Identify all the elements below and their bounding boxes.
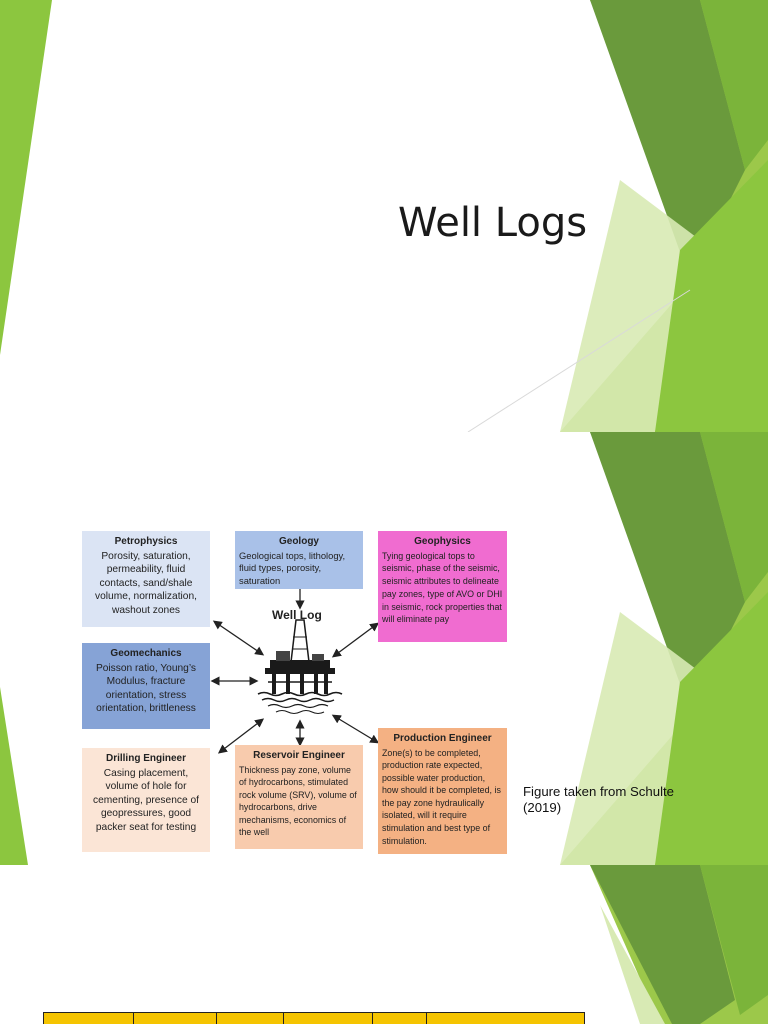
box-title: Geomechanics	[110, 648, 182, 659]
table-cell	[132, 1012, 218, 1024]
well-log-label: Well Log	[272, 608, 322, 622]
table-cell	[372, 1012, 427, 1024]
box-body: Tying geological tops to seismic, phase …	[382, 550, 503, 625]
right-green-shape-dark	[590, 432, 745, 712]
table-row	[43, 1012, 586, 1024]
geophysics-box: Geophysics Tying geological tops to seis…	[378, 531, 507, 642]
geology-box: Geology Geological tops, lithology, flui…	[235, 531, 363, 589]
box-title: Drilling Engineer	[105, 753, 186, 764]
geomechanics-box: Geomechanics Poisson ratio, Young’s Modu…	[82, 643, 210, 729]
slide-decoration	[0, 432, 768, 865]
decor-line	[467, 289, 691, 432]
petrophysics-box: Petrophysics Porosity, saturation, perme…	[82, 531, 210, 627]
slide-decoration	[590, 865, 768, 1024]
box-body: Casing placement, volume of hole for cem…	[93, 767, 199, 833]
box-body: Porosity, saturation, permeability, flui…	[95, 550, 197, 616]
box-title: Petrophysics	[114, 536, 178, 547]
production-engineer-box: Production Engineer Zone(s) to be comple…	[378, 728, 507, 854]
box-body: Zone(s) to be completed, production rate…	[382, 747, 501, 846]
table-cell	[216, 1012, 284, 1024]
right-green-shape-pale	[600, 905, 665, 1024]
slide-title: Well Logs	[398, 200, 588, 246]
drilling-engineer-box: Drilling Engineer Casing placement, volu…	[82, 748, 210, 852]
oil-rig-icon	[257, 619, 343, 714]
right-green-shape-mid	[700, 865, 768, 1015]
slide-decoration	[0, 0, 768, 432]
table-cell	[282, 1012, 374, 1024]
title-slide: Well Logs	[0, 0, 768, 432]
left-green-shape	[0, 0, 52, 355]
box-title: Reservoir Engineer	[253, 750, 345, 761]
table-cell	[425, 1012, 586, 1024]
reservoir-engineer-box: Reservoir Engineer Thickness pay zone, v…	[235, 745, 363, 849]
right-green-shape-front	[655, 592, 768, 865]
right-green-shape-dark	[590, 865, 735, 1024]
right-green-shape-dark	[590, 0, 745, 280]
right-green-shape-mid	[700, 0, 768, 170]
diagram-slide: Well Log Petrophysics Porosity, saturati…	[0, 432, 768, 865]
right-green-shape-front	[655, 160, 768, 432]
left-green-shape	[0, 687, 28, 865]
right-green-shape-mid	[700, 432, 768, 602]
box-title: Geophysics	[414, 536, 471, 547]
box-title: Production Engineer	[393, 733, 492, 744]
table-cell	[43, 1012, 134, 1024]
box-body: Geological tops, lithology, fluid types,…	[239, 549, 346, 586]
box-body: Thickness pay zone, volume of hydrocarbo…	[239, 764, 357, 838]
data-table	[43, 1012, 586, 1024]
box-title: Geology	[278, 536, 319, 547]
table-slide	[0, 865, 768, 1024]
box-body: Poisson ratio, Young’s Modulus, fracture…	[95, 662, 197, 715]
figure-caption: Figure taken from Schulte (2019)	[523, 784, 674, 815]
